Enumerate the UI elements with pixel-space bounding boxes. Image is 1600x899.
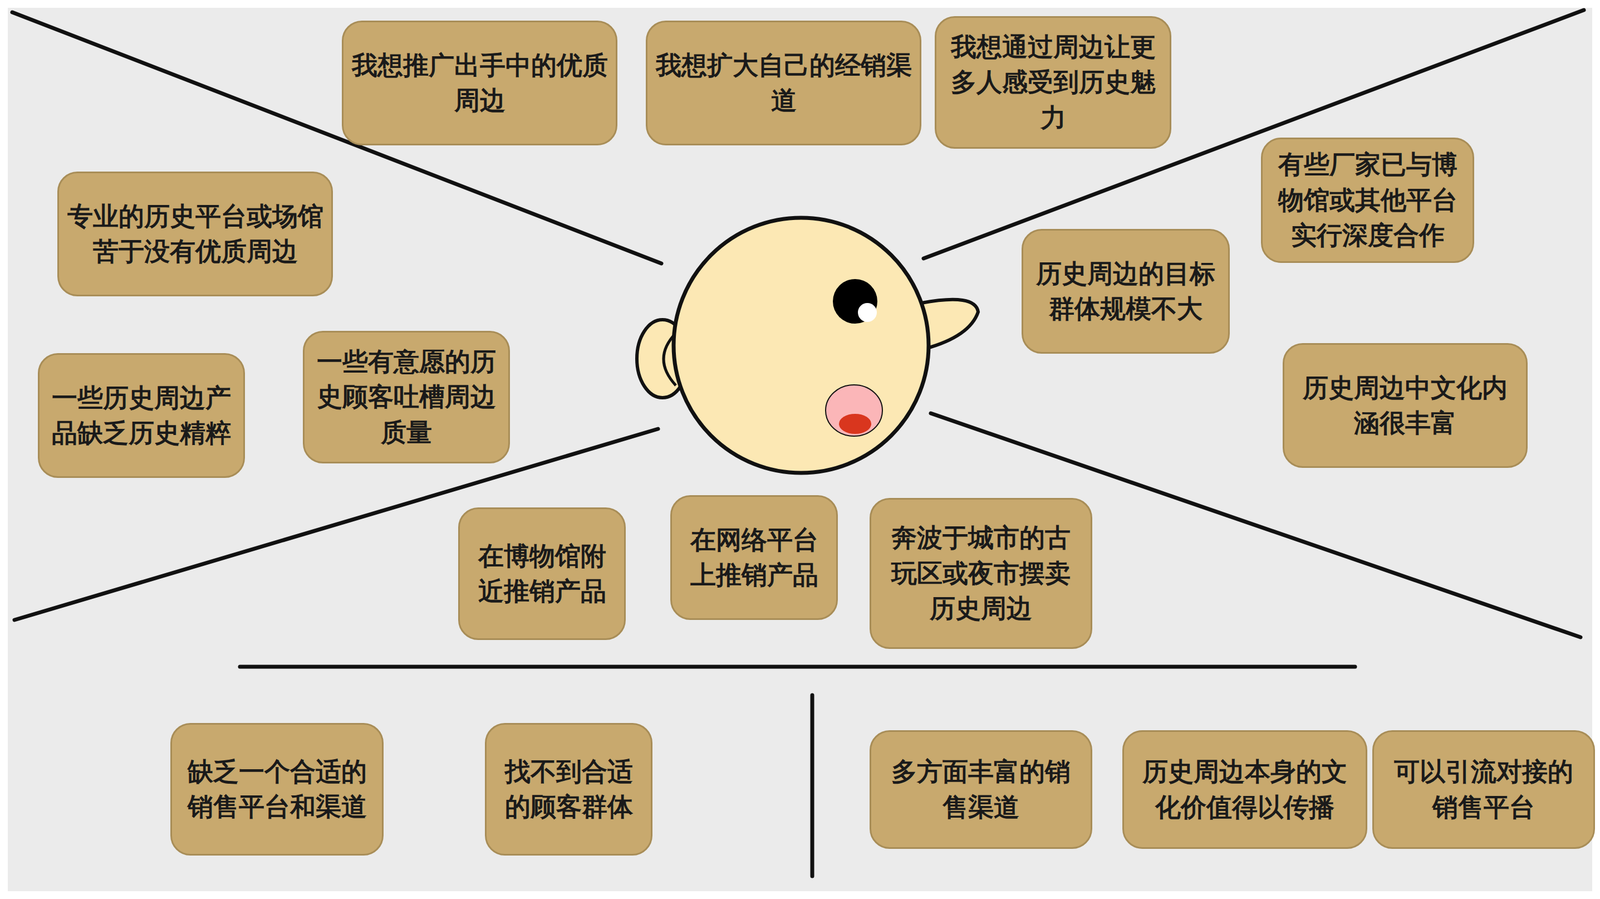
empathy-note: 找不到合适的顾客群体: [484, 722, 653, 856]
empathy-note: 在博物馆附近推销产品: [458, 507, 626, 640]
background-panel: [7, 7, 1593, 891]
note-text: 可以引流对接的销售平台: [1381, 753, 1586, 825]
empathy-note: 历史周边中文化内涵很丰富: [1282, 342, 1528, 468]
eye: [832, 278, 878, 324]
empathy-note: 我想推广出手中的优质周边: [341, 20, 618, 146]
head: [673, 217, 929, 473]
divider-line: [923, 10, 1584, 259]
empathy-note: 历史周边本身的文化价值得以传播: [1122, 729, 1368, 849]
empathy-note: 专业的历史平台或场馆苦于没有优质周边: [57, 171, 333, 297]
note-text: 我想扩大自己的经销渠道: [655, 47, 912, 119]
note-text: 找不到合适的顾客群体: [494, 753, 644, 825]
empathy-note: 一些有意愿的历史顾客吐槽周边质量: [302, 330, 510, 464]
note-text: 奔波于城市的古玩区或夜市摆卖历史周边: [879, 519, 1083, 626]
note-text: 在博物馆附近推销产品: [467, 538, 617, 610]
note-text: 一些有意愿的历史顾客吐槽周边质量: [312, 344, 501, 450]
empathy-note: 我想通过周边让更多人感受到历史魅力: [934, 16, 1172, 149]
note-text: 一些历史周边产品缺乏历史精粹: [47, 380, 236, 451]
eye-highlight: [857, 302, 877, 322]
note-text: 历史周边的目标群体规模不大: [1031, 256, 1221, 327]
empathy-note: 有些厂家已与博物馆或其他平台实行深度合作: [1260, 137, 1475, 263]
divider-line: [239, 664, 1356, 669]
note-text: 缺乏一个合适的销售平台和渠道: [179, 753, 375, 825]
note-text: 多方面丰富的销售渠道: [879, 753, 1083, 825]
empathy-note: 奔波于城市的古玩区或夜市摆卖历史周边: [869, 497, 1093, 649]
tongue: [838, 413, 872, 434]
mouth: [825, 384, 883, 436]
note-text: 历史周边本身的文化价值得以传播: [1131, 753, 1358, 825]
note-text: 专业的历史平台或场馆苦于没有优质周边: [66, 198, 324, 270]
note-text: 有些厂家已与博物馆或其他平台实行深度合作: [1270, 146, 1465, 253]
empathy-note: 可以引流对接的销售平台: [1372, 729, 1595, 849]
empathy-note: 在网络平台上推销产品: [670, 494, 838, 620]
note-text: 历史周边中文化内涵很丰富: [1292, 370, 1519, 441]
divider-line: [810, 694, 815, 876]
empathy-note: 一些历史周边产品缺乏历史精粹: [37, 352, 245, 478]
empathy-note: 历史周边的目标群体规模不大: [1021, 228, 1230, 354]
empathy-note: 我想扩大自己的经销渠道: [645, 20, 922, 146]
empathy-note: 多方面丰富的销售渠道: [869, 729, 1093, 849]
quadrant-lines: [12, 10, 1584, 876]
note-text: 我想通过周边让更多人感受到历史魅力: [944, 29, 1162, 136]
note-text: 在网络平台上推销产品: [679, 522, 829, 593]
empathy-note: 缺乏一个合适的销售平台和渠道: [170, 722, 384, 856]
note-text: 我想推广出手中的优质周边: [351, 47, 608, 119]
face-illustration: [636, 217, 979, 473]
